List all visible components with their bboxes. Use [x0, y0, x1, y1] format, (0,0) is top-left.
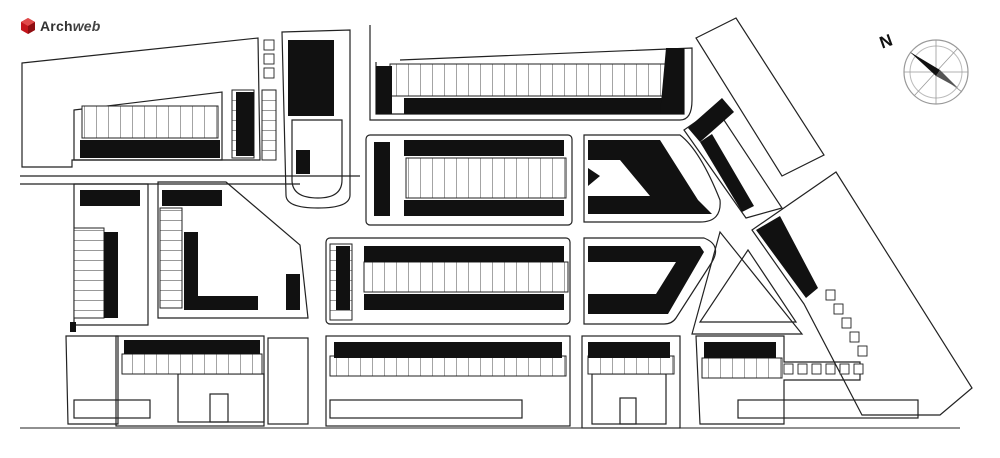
archweb-cube-icon: [21, 18, 35, 34]
brand-name: Archweb: [40, 18, 101, 34]
north-arrow-compass-icon: [903, 39, 969, 105]
north-arrow: N: [877, 30, 972, 110]
brand-logo[interactable]: Archweb: [20, 16, 101, 36]
